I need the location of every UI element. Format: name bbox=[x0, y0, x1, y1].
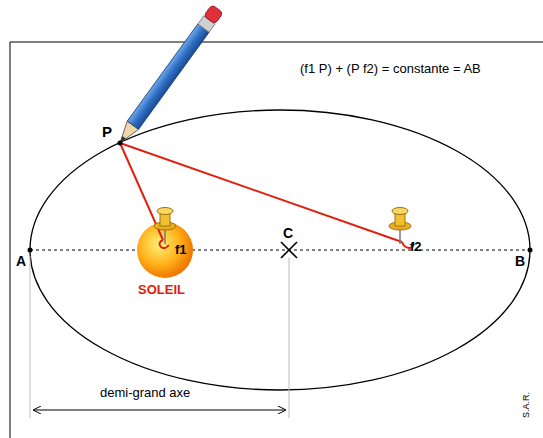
string-loop bbox=[159, 240, 169, 248]
focus-label: f1 bbox=[175, 243, 187, 257]
point-label: C bbox=[283, 226, 293, 241]
dimension-arrow bbox=[34, 410, 285, 411]
pushpin bbox=[389, 208, 411, 245]
major-axis bbox=[30, 250, 530, 251]
sun-label: SOLEIL bbox=[138, 283, 185, 297]
focus-label: f2 bbox=[410, 240, 422, 254]
string bbox=[120, 143, 402, 242]
pencil bbox=[114, 5, 223, 148]
point-a bbox=[28, 248, 33, 253]
frame bbox=[10, 42, 543, 438]
guide-line bbox=[289, 258, 290, 418]
point-label: A bbox=[16, 254, 26, 269]
guide-line bbox=[30, 256, 31, 418]
center-cross bbox=[281, 242, 297, 258]
point-label: B bbox=[515, 254, 525, 269]
point-b bbox=[528, 248, 533, 253]
watermark: S.A.R. bbox=[522, 392, 532, 418]
orbit-ellipse bbox=[30, 110, 530, 390]
pushpin bbox=[154, 208, 176, 245]
dimension-label: demi-grand axe bbox=[100, 386, 190, 400]
sun bbox=[137, 222, 193, 278]
equation-label: (f1 P) + (P f2) = constante = AB bbox=[300, 62, 481, 76]
point-p bbox=[118, 141, 123, 146]
point-label: P bbox=[102, 124, 112, 141]
